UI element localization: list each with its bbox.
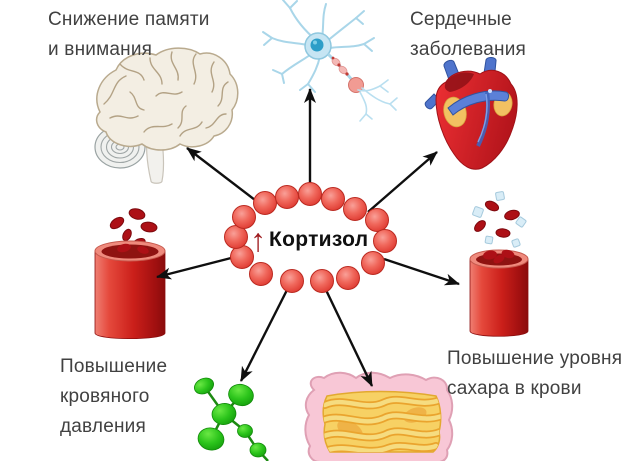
cortisol-molecule [249,262,273,286]
cortisol-molecule [361,251,385,275]
glucose-molecule-illustration [193,377,269,461]
arrow-to-blood-pressure [156,255,236,280]
cortisol-molecule [232,205,256,229]
neuron-illustration [262,0,398,122]
cortisol-molecule [321,187,345,211]
cortisol-molecule [298,182,322,206]
cortisol-molecule [253,191,277,215]
blood-vessel-pressure-illustration [94,208,166,340]
cortisol-molecule [373,229,397,253]
brain-illustration [94,47,239,184]
cortisol-molecule [280,269,304,293]
cortisol-molecule [275,185,299,209]
intestine-illustration [304,371,454,461]
label-memory-decline: Снижение памяти и внимания [48,9,210,60]
cortisol-molecule [343,197,367,221]
arrow-to-blood-sugar [383,257,460,286]
arrow-to-intestine [324,289,374,387]
arrow-to-molecule [239,287,290,382]
cortisol-molecule [365,208,389,232]
label-heart-disease: Сердечные заболевания [410,9,527,60]
cortisol-label-text: Кортизол [269,228,369,251]
label-blood-pressure: Повышение кровяного давления [60,356,168,437]
blood-vessel-sugar-illustration [469,191,529,337]
cortisol-up-arrow-icon: ↑ [250,222,266,258]
cortisol-label: ↑ Кортизол [250,222,368,258]
cortisol-ring [224,182,397,293]
label-blood-sugar: Повышение уровня сахара в крови [447,348,623,399]
cortisol-molecule [336,266,360,290]
cortisol-molecule [310,269,334,293]
heart-illustration [424,57,518,170]
arrow-to-heart [367,151,438,213]
